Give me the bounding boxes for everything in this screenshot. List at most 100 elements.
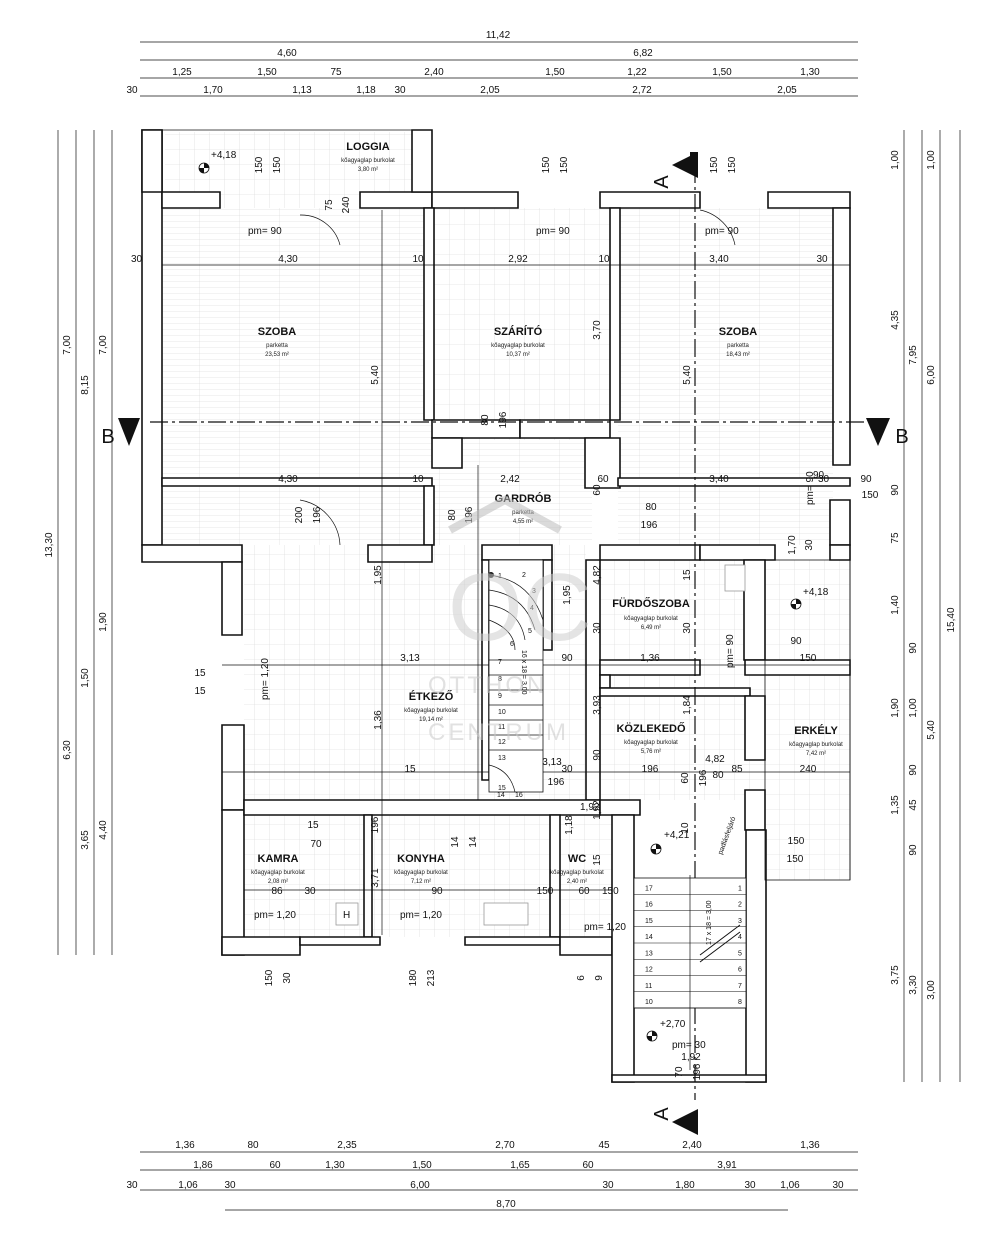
dim-text: 14: [450, 836, 461, 848]
dim-text: 4,30: [278, 474, 298, 485]
dim-text: 70: [310, 839, 322, 850]
room-finish: parketta: [266, 343, 288, 349]
dim-text: 1,18: [564, 815, 575, 835]
dim-text: 3,40: [709, 254, 729, 265]
watermark-logo: OC: [448, 554, 592, 661]
dim-text: 200: [294, 506, 305, 523]
right-dimensions: 1,00 1,00 4,35 7,95 6,00 15,40 90 1,40 9…: [860, 150, 957, 1000]
stair-step-number: 8: [738, 999, 742, 1006]
dim-text: 1,50: [80, 668, 91, 688]
room-area: 2,40 m²: [567, 879, 587, 885]
stair-step-label: 15: [498, 785, 506, 792]
parapet-height: pm= 90: [248, 226, 282, 237]
dim-text: 60: [582, 1160, 594, 1171]
dim-text: 1,92: [580, 802, 600, 813]
section-b-right-label: B: [895, 426, 908, 448]
stair-step-label: 10: [498, 709, 506, 716]
stair-step-label: 6: [510, 641, 514, 648]
section-b-left-label: B: [101, 426, 114, 448]
dim-text: 1,95: [373, 565, 384, 585]
dim-text: 3,93: [592, 695, 603, 715]
dim-text: 1,06: [178, 1180, 198, 1191]
room-finish: parketta: [727, 343, 749, 349]
dim-text: 2,42: [500, 474, 520, 485]
dim-text: 45: [598, 1140, 610, 1151]
stair-step-number: 5: [738, 950, 742, 957]
room-area: 19,14 m²: [419, 717, 443, 723]
dim-text: 240: [800, 764, 817, 775]
dim-text: 30: [224, 1180, 236, 1191]
room-name: FÜRDŐSZOBA: [612, 597, 690, 610]
dim-text: 150: [862, 490, 879, 501]
room-area: 10,37 m²: [506, 352, 530, 358]
stair-step-label: 2: [522, 572, 526, 579]
room-area: 18,43 m²: [726, 352, 750, 358]
dim-text: 75: [330, 67, 342, 78]
dim-text: 8,70: [496, 1199, 516, 1210]
dim-text: 30: [804, 539, 815, 551]
dim-text: 60: [269, 1160, 281, 1171]
dim-text: 30: [282, 972, 293, 984]
stair-step-number: 15: [645, 918, 653, 925]
room-name: SZOBA: [258, 326, 297, 338]
dim-text: 2,05: [480, 85, 500, 96]
dim-text: 30: [832, 1180, 844, 1191]
dim-text: 150: [788, 836, 805, 847]
dim-text: 196: [641, 520, 658, 531]
dim-text: 1,30: [800, 67, 820, 78]
room-finish: kőagyaglap burkolat: [624, 740, 678, 746]
dim-text: 4,35: [890, 310, 901, 330]
room-name: KAMRA: [258, 853, 299, 865]
dim-text: 1,92: [681, 1052, 701, 1063]
dim-text: 3,75: [890, 965, 901, 985]
dim-text: 4,60: [277, 48, 297, 59]
dim-text: 15: [194, 668, 206, 679]
dim-text: 80: [447, 509, 458, 521]
parapet-labels: pm= 90 pm= 90 pm= 90 pm= 1,20 pm= 90 pm=…: [248, 226, 816, 1051]
room-finish: kőagyaglap burkolat: [491, 343, 545, 349]
stair-step-label: 7: [498, 659, 502, 666]
stair-step-number: 3: [738, 918, 742, 925]
dim-text: 8,15: [80, 375, 91, 395]
dim-text: 1,35: [890, 795, 901, 815]
fixture-label: H: [343, 910, 350, 921]
dim-text: 1,00: [908, 698, 919, 718]
room-area: 7,12 m²: [411, 879, 431, 885]
dim-text: 4,40: [98, 820, 109, 840]
dim-text: 86: [271, 886, 283, 897]
dim-text: 90: [908, 642, 919, 654]
dim-text: 45: [908, 799, 919, 811]
dim-text: 15: [404, 764, 416, 775]
dim-text: 1,22: [627, 67, 647, 78]
kitchen-fixture: H: [335, 564, 746, 926]
room-finish: kőagyaglap burkolat: [789, 742, 843, 748]
dim-text: 6,30: [62, 740, 73, 760]
dim-text: 30: [592, 622, 603, 634]
stair-step-label: 16: [515, 792, 523, 799]
dim-text: 15: [682, 569, 693, 581]
stair-step-number: 14: [645, 934, 653, 941]
dim-text: 150: [602, 886, 619, 897]
dim-text: 150: [541, 156, 552, 173]
room-name: LOGGIA: [346, 141, 389, 153]
stair-step-number: 13: [645, 950, 653, 957]
dim-text: 150: [254, 156, 265, 173]
stair-step-label: 12: [498, 739, 506, 746]
dim-text: 2,05: [777, 85, 797, 96]
dim-text: 1,40: [890, 595, 901, 615]
dim-text: 2,70: [495, 1140, 515, 1151]
dim-text: 150: [264, 969, 275, 986]
dim-text: 150: [727, 156, 738, 173]
dim-text: 30: [131, 254, 143, 265]
room-name: ÉTKEZŐ: [409, 690, 454, 703]
dim-text: 2,35: [337, 1140, 357, 1151]
level-value: +4,18: [803, 587, 829, 598]
parapet-height: pm= 90: [705, 226, 739, 237]
stair-step-label: 14: [497, 792, 505, 799]
dim-text: 5,40: [926, 720, 937, 740]
dim-text: 1,13: [292, 85, 312, 96]
dim-text: 196: [548, 777, 565, 788]
balcony-edge: [142, 129, 851, 881]
stair-calc: 17 x 18 = 3,00: [706, 900, 713, 945]
parapet-height: pm= 90: [725, 634, 736, 668]
